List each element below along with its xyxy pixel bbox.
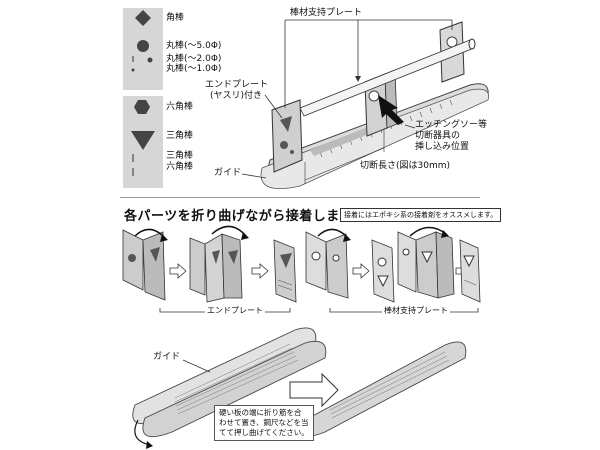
- support-plate-step-4: [459, 239, 481, 303]
- callout-guide: ガイド: [214, 168, 242, 178]
- callout-support-plate: 棒材支持プレート: [290, 8, 363, 18]
- label-round-bar-2: 丸棒(～2.0Φ): [166, 54, 222, 64]
- label-triangle-bar-2: 三角棒: [166, 151, 194, 161]
- section-divider: [120, 197, 480, 198]
- fold-result-arrow: [289, 372, 339, 408]
- end-plate-step-1: [122, 228, 168, 301]
- callout-cut-length: 切断長さ(図は30mm): [360, 161, 451, 171]
- label-square-bar: 角棒: [166, 13, 185, 23]
- round-bar-2-icon: [147, 57, 153, 63]
- next-arrow-3: [352, 263, 370, 279]
- bottom-guide-label: ガイド: [153, 352, 181, 362]
- support-plate-step-1: [305, 228, 351, 299]
- fold-instruction-line-1: 硬い板の端に折り筋を合: [219, 408, 302, 417]
- label-round-bar-5: 丸棒(～5.0Φ): [166, 41, 222, 51]
- square-bar-icon: [135, 10, 151, 26]
- callout-end-plate-1: エンドプレート: [205, 80, 269, 90]
- hex-bar-icon: [134, 100, 150, 114]
- end-plate-step-2: [189, 225, 249, 303]
- fold-instruction: 硬い板の端に折り筋を合 わせて置き、鋼尺などを当 てて押し曲げてください。: [214, 405, 314, 441]
- callout-saw-2: 切断器具の: [415, 131, 461, 141]
- adhesive-note: 接着にはエポキシ系の接着剤をオススメします。: [340, 208, 502, 222]
- round-bar-1-icon: [131, 68, 135, 72]
- support-plate-step-2: [371, 239, 395, 303]
- assembly-heading: 各パーツを折り曲げながら接着します。: [124, 209, 366, 224]
- fold-instruction-line-2: わせて置き、鋼尺などを当: [219, 418, 309, 427]
- end-plate-step-3: [273, 239, 297, 303]
- saw-insertion-arrow: [378, 95, 404, 125]
- callout-end-plate-2: (ヤスリ)付き: [210, 91, 263, 101]
- label-hex-bar-2: 六角棒: [166, 162, 194, 172]
- callout-saw-1: エッチングソー等: [415, 120, 488, 130]
- label-triangle-bar: 三角棒: [166, 131, 194, 141]
- next-arrow-1: [169, 263, 187, 279]
- next-arrow-2: [251, 263, 269, 279]
- label-round-bar-1: 丸棒(～1.0Φ): [166, 64, 222, 74]
- callout-saw-3: 挿し込み位置: [415, 142, 470, 152]
- fold-instruction-line-3: てて押し曲げてください。: [219, 428, 309, 437]
- support-plate-step-3: [397, 226, 455, 299]
- triangle-bar-icon: [131, 131, 155, 150]
- round-bar-5-icon: [137, 40, 149, 52]
- support-plate-caption: 棒材支持プレート: [382, 305, 450, 316]
- label-hex-bar: 六角棒: [166, 102, 194, 112]
- end-plate-caption: エンドプレート: [205, 305, 265, 316]
